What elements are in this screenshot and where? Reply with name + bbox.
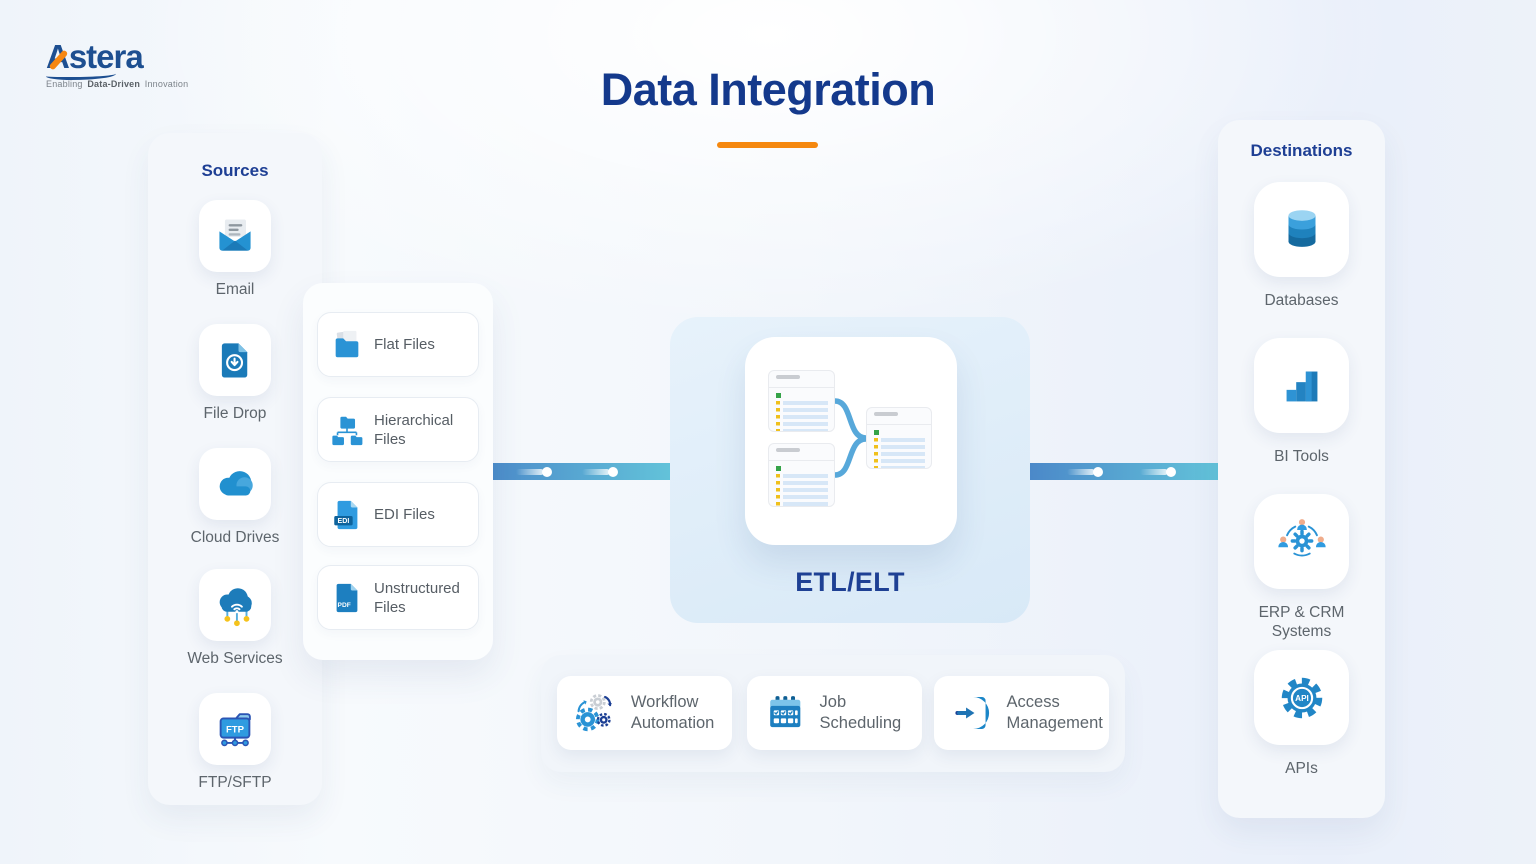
source-item-ftp: FTP FTP/SFTP: [148, 693, 322, 792]
data-flow-dot: [582, 466, 618, 477]
job-scheduling-card: Job Scheduling: [747, 676, 922, 750]
email-tile: [199, 200, 271, 272]
tagline-bold: Data-Driven: [87, 79, 141, 89]
access-management-icon: [955, 697, 990, 729]
web-services-label: Web Services: [187, 650, 283, 667]
sources-panel: Sources Email: [148, 133, 322, 805]
logo-swoosh-icon: [46, 70, 116, 80]
source-item-email: Email: [148, 200, 322, 299]
flat-files-icon: [335, 330, 359, 357]
tagline-post: Innovation: [144, 79, 189, 89]
mini-table-header: [769, 375, 834, 388]
destination-item-erp-crm: ERP & CRM Systems: [1218, 494, 1385, 641]
pipeline-right: [1022, 463, 1222, 480]
access-management-label: Access Management: [1006, 692, 1103, 733]
unstructured-files-icon: PDF: [336, 583, 358, 612]
file-types-panel: Flat Files Hierarchical Files EDI EDI Fi…: [303, 283, 493, 660]
apis-icon: API: [1281, 677, 1322, 718]
edi-files-icon: EDI: [334, 500, 358, 529]
page-title: Data Integration: [600, 64, 936, 115]
file-type-edi-files: EDI EDI Files: [317, 482, 479, 547]
erp-crm-tile: [1254, 494, 1349, 589]
databases-tile: [1254, 182, 1349, 277]
ftp-icon-text: FTP: [226, 724, 245, 735]
destination-item-bi-tools: BI Tools: [1218, 338, 1385, 466]
file-drop-icon: [221, 343, 248, 378]
bi-tools-tile: [1254, 338, 1349, 433]
ftp-label: FTP/SFTP: [198, 774, 272, 791]
edi-icon-text: EDI: [338, 517, 350, 525]
source-item-cloud-drives: Cloud Drives: [148, 448, 322, 547]
email-label: Email: [215, 281, 255, 298]
etl-block: ETL/ELT: [670, 317, 1030, 623]
flat-files-label: Flat Files: [374, 336, 435, 353]
data-flow-dot: [1140, 466, 1176, 477]
job-scheduling-icon: [770, 696, 801, 728]
data-flow-dot: [1067, 466, 1103, 477]
workflow-automation-card: Workflow Automation: [557, 676, 732, 750]
destination-item-databases: Databases: [1218, 182, 1385, 310]
ftp-sftp-icon: FTP: [219, 713, 251, 747]
file-type-unstructured-files: PDF Unstructured Files: [317, 565, 479, 630]
unstructured-files-label: Unstructured Files: [374, 579, 460, 616]
pipeline-left: [470, 463, 675, 480]
erp-crm-label: ERP & CRM Systems: [1258, 604, 1345, 640]
file-type-flat-files: Flat Files: [317, 312, 479, 377]
sources-title: Sources: [201, 161, 269, 180]
destinations-panel: Destinations Databases: [1218, 120, 1385, 818]
workflow-automation-icon: [575, 694, 612, 732]
pdf-icon-text: PDF: [338, 601, 351, 608]
file-drop-label: File Drop: [203, 405, 267, 422]
etl-target-table: [866, 407, 932, 469]
bi-tools-icon: [1286, 371, 1317, 401]
hierarchical-files-icon: [332, 416, 363, 445]
databases-icon: [1288, 209, 1315, 247]
astera-logo-wordmark: Astera: [46, 40, 206, 80]
ftp-tile: FTP: [199, 693, 271, 765]
title-underline: [717, 142, 818, 148]
file-drop-tile: [199, 324, 271, 396]
source-item-file-drop: File Drop: [148, 324, 322, 423]
etl-merge-curves-icon: [832, 398, 869, 478]
tagline-pre: Enabling: [46, 79, 83, 89]
job-scheduling-label: Job Scheduling: [819, 692, 902, 733]
operations-panel: Workflow Automation Job Scheduling: [541, 655, 1125, 772]
workflow-automation-label: Workflow Automation: [630, 692, 715, 733]
databases-label: Databases: [1264, 292, 1339, 309]
etl-label: ETL/ELT: [795, 567, 905, 597]
destination-item-apis: API APIs: [1218, 650, 1385, 778]
cloud-drives-label: Cloud Drives: [190, 529, 280, 546]
web-services-tile: [199, 569, 271, 641]
mini-table-header: [867, 412, 931, 425]
etl-source-table-1: [768, 370, 835, 432]
data-flow-dot: [516, 466, 552, 477]
edi-files-label: EDI Files: [374, 506, 435, 523]
mini-table-header: [769, 448, 834, 461]
apis-tile: API: [1254, 650, 1349, 745]
api-icon-text: API: [1295, 694, 1309, 703]
web-services-icon: [219, 588, 252, 627]
source-item-web-services: Web Services: [148, 569, 322, 668]
access-management-card: Access Management: [934, 676, 1109, 750]
bi-tools-label: BI Tools: [1274, 448, 1329, 465]
cloud-drives-icon: [219, 471, 253, 496]
destinations-title: Destinations: [1250, 141, 1353, 160]
erp-crm-icon: [1277, 518, 1326, 556]
etl-source-table-2: [768, 443, 835, 507]
apis-label: APIs: [1285, 760, 1318, 777]
hierarchical-files-label: Hierarchical Files: [374, 411, 454, 448]
email-icon: [219, 219, 251, 251]
astera-logo: Astera Enabling Data-Driven Innovation: [46, 40, 206, 89]
logo-tagline: Enabling Data-Driven Innovation: [46, 79, 206, 89]
cloud-drives-tile: [199, 448, 271, 520]
etl-illustration-card: [745, 337, 957, 545]
file-type-hierarchical-files: Hierarchical Files: [317, 397, 479, 462]
